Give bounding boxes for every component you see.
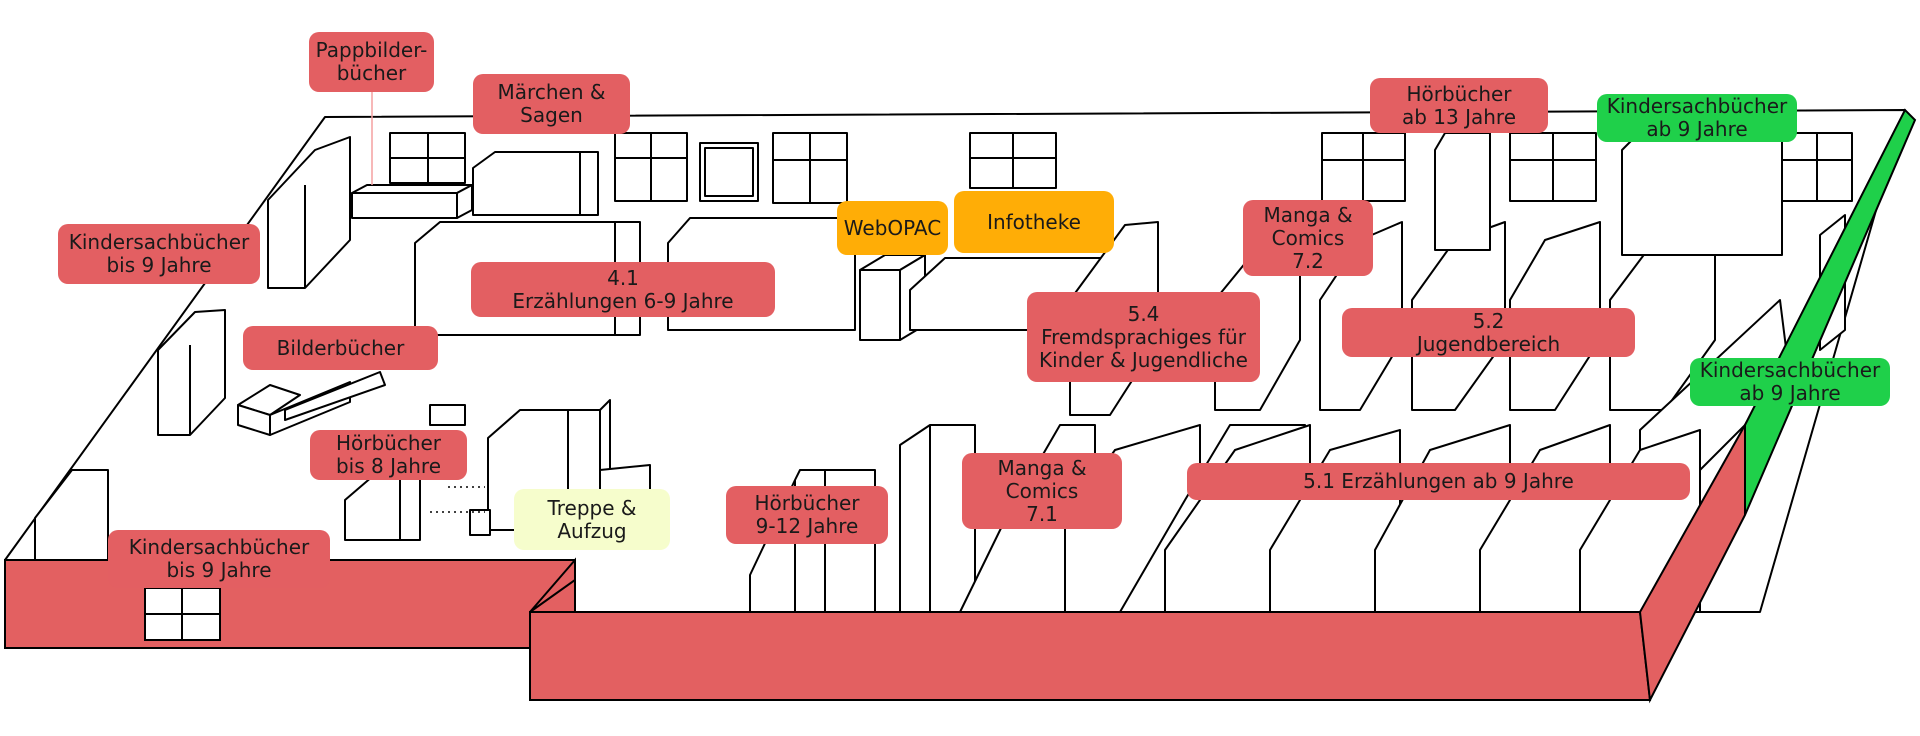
- label-erzaehlungen-6-9[interactable]: 4.1 Erzählungen 6-9 Jahre: [471, 262, 775, 317]
- front-window: [144, 587, 221, 641]
- label-kindersachbuecher-ab9-top[interactable]: Kindersachbücher ab 9 Jahre: [1597, 94, 1797, 142]
- label-jugendbereich[interactable]: 5.2 Jugendbereich: [1342, 308, 1635, 357]
- label-maerchen-sagen[interactable]: Märchen & Sagen: [473, 74, 630, 134]
- label-kindersachbuecher-ab9-right[interactable]: Kindersachbücher ab 9 Jahre: [1690, 358, 1890, 406]
- back-windows: [389, 132, 1853, 204]
- maerchen-shelf: [472, 151, 599, 216]
- label-hoerbuecher-9-12[interactable]: Hörbücher 9-12 Jahre: [726, 486, 888, 544]
- label-manga-comics-7-2[interactable]: Manga & Comics 7.2: [1243, 200, 1373, 276]
- pappbilder-shelf: [351, 184, 473, 219]
- right-wall-green: [1744, 108, 1917, 516]
- label-treppe-aufzug[interactable]: Treppe & Aufzug: [514, 489, 670, 550]
- front-wall-right: [529, 611, 1652, 701]
- label-kindersachbuecher-bis9-left[interactable]: Kindersachbücher bis 9 Jahre: [58, 224, 260, 284]
- left-shelves: [34, 136, 351, 561]
- label-hoerbuecher-bis8[interactable]: Hörbücher bis 8 Jahre: [310, 430, 467, 480]
- label-hoerbuecher-ab13[interactable]: Hörbücher ab 13 Jahre: [1370, 78, 1548, 133]
- bilderbuecher-seat: [237, 371, 386, 436]
- hoerbuecher-bis8-shelf: [344, 404, 466, 541]
- label-erzaehlungen-ab9[interactable]: 5.1 Erzählungen ab 9 Jahre: [1187, 463, 1690, 500]
- front-wall-corner: [529, 557, 576, 613]
- label-pappbilderbuecher[interactable]: Pappbilder- bücher: [309, 32, 434, 92]
- label-fremdsprachiges[interactable]: 5.4 Fremdsprachiges für Kinder & Jugendl…: [1027, 292, 1260, 382]
- label-infotheke[interactable]: Infotheke: [954, 191, 1114, 253]
- label-bilderbuecher[interactable]: Bilderbücher: [243, 326, 438, 370]
- dotted-lines: [430, 486, 485, 513]
- label-webopac[interactable]: WebOPAC: [837, 201, 948, 255]
- label-manga-comics-7-1[interactable]: Manga & Comics 7.1: [962, 453, 1122, 529]
- label-kindersachbuecher-bis9-bottom[interactable]: Kindersachbücher bis 9 Jahre: [108, 530, 330, 588]
